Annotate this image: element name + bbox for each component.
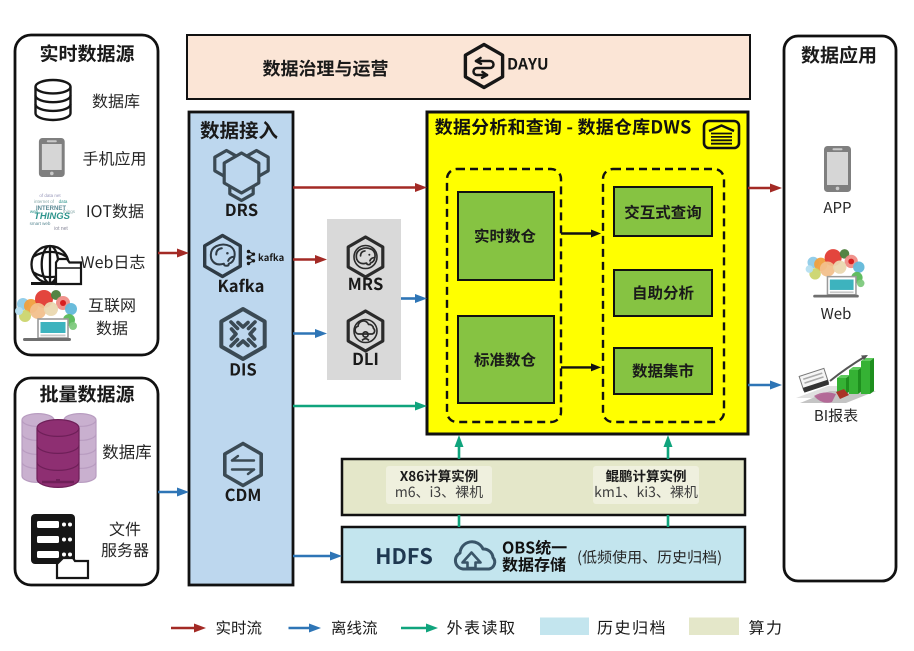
svg-text:internet of: internet of xyxy=(34,199,55,204)
svg-text:web: web xyxy=(30,209,39,214)
svg-text:smart web: smart web xyxy=(30,221,51,226)
svg-text:data: data xyxy=(59,199,68,204)
svg-text:of data net: of data net xyxy=(39,193,61,198)
svg-text:iot net: iot net xyxy=(54,226,68,232)
svg-text:things: things xyxy=(63,209,76,214)
svg-text:THINGS: THINGS xyxy=(34,211,71,222)
svg-text:INTERNET: INTERNET xyxy=(36,206,66,212)
